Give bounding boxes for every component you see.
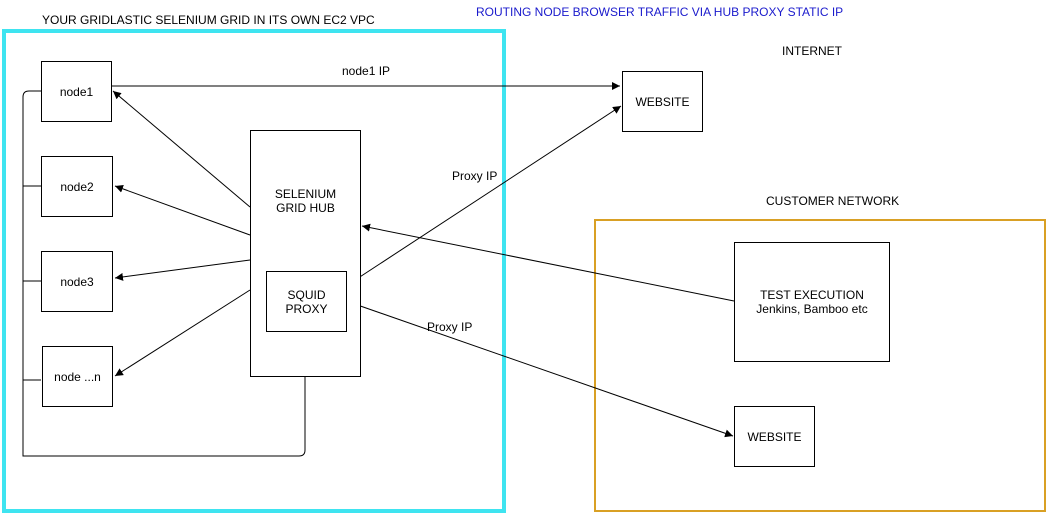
- test-execution-line1: TEST EXECUTION: [760, 288, 864, 302]
- node-n-box: node ...n: [42, 346, 113, 407]
- proxy-label-line2: PROXY: [285, 301, 328, 316]
- test-execution-box: TEST EXECUTION Jenkins, Bamboo etc: [734, 242, 890, 362]
- routing-title: ROUTING NODE BROWSER TRAFFIC VIA HUB PRO…: [476, 5, 844, 19]
- hub-to-noden-arrow: [114, 289, 251, 377]
- customer-network-region: [594, 219, 1046, 512]
- node1-ip-label: node1 IP: [342, 64, 391, 78]
- customer-website-label: WEBSITE: [747, 429, 802, 444]
- node3-box: node3: [41, 251, 113, 312]
- hub-to-node3-arrow: [114, 259, 251, 281]
- proxy-label-line1: SQUID: [287, 287, 326, 302]
- test-execution-to-hub-arrow: [361, 223, 735, 302]
- squid-proxy-label: SQUID PROXY: [285, 288, 327, 316]
- proxy-to-internet-website-arrow: [345, 105, 622, 287]
- proxy-ip-customer-label: Proxy IP: [427, 320, 473, 334]
- customer-network-label: CUSTOMER NETWORK: [766, 194, 900, 208]
- internet-label: INTERNET: [782, 44, 842, 58]
- hub-to-node1-arrow: [112, 90, 251, 208]
- node1-label: node1: [59, 84, 94, 99]
- internet-website-label: WEBSITE: [635, 94, 690, 109]
- proxy-ip-internet-label: Proxy IP: [452, 169, 498, 183]
- node2-label: node2: [60, 179, 94, 194]
- test-execution-label: TEST EXECUTION Jenkins, Bamboo etc: [756, 288, 867, 316]
- node3-label: node3: [60, 274, 94, 289]
- node1-box: node1: [41, 61, 112, 122]
- node-n-label: node ...n: [54, 369, 101, 384]
- vpc-region: [2, 29, 506, 513]
- customer-website-box: WEBSITE: [734, 406, 815, 467]
- selenium-grid-hub-label: SELENIUM GRID HUB: [275, 187, 336, 215]
- hub-label-line1: SELENIUM: [274, 187, 337, 201]
- selenium-grid-hub-box: SELENIUM GRID HUB: [250, 130, 361, 377]
- nodes-bus-line: [22, 90, 309, 457]
- hub-label-line2: GRID HUB: [276, 201, 335, 215]
- vpc-title: YOUR GRIDLASTIC SELENIUM GRID IN ITS OWN…: [42, 13, 375, 27]
- hub-to-node2-arrow: [114, 184, 251, 236]
- internet-website-box: WEBSITE: [622, 71, 703, 132]
- squid-proxy-box: SQUID PROXY: [266, 271, 347, 332]
- node2-box: node2: [41, 156, 113, 217]
- proxy-to-customer-website-arrow: [345, 300, 734, 438]
- test-execution-line2: Jenkins, Bamboo etc: [756, 302, 868, 316]
